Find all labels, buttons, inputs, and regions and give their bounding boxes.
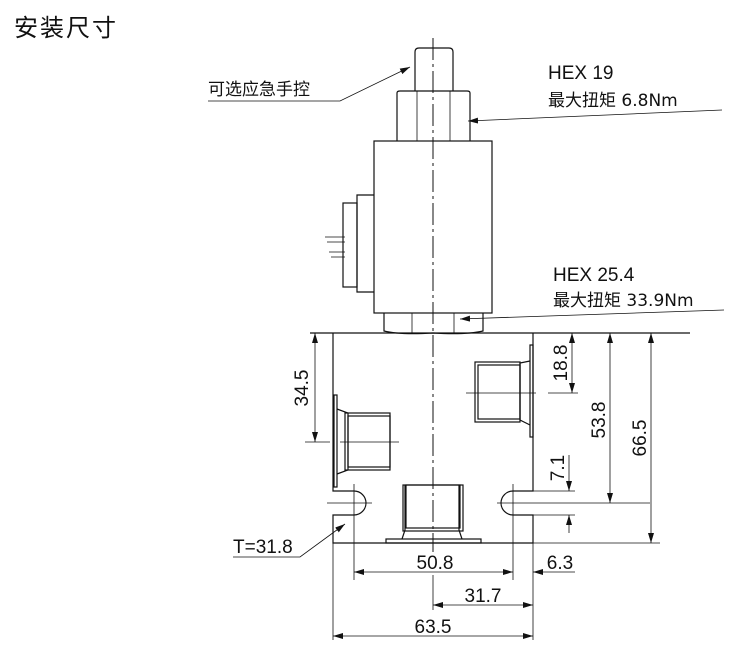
torque2-label: 最大扭矩 33.9Nm	[553, 291, 694, 311]
dim-63-5: 63.5	[415, 617, 452, 638]
dim-6-3: 6.3	[547, 553, 573, 574]
manifold-block	[310, 332, 690, 580]
hex25-label: HEX 25.4	[553, 265, 635, 286]
dim-31-7: 31.7	[465, 586, 502, 607]
torque1-label: 最大扭矩 6.8Nm	[548, 91, 678, 111]
dim-34-5: 34.5	[292, 370, 313, 407]
valve-cartridge	[325, 47, 493, 335]
dim-50-8: 50.8	[417, 553, 454, 574]
section-title: 安装尺寸	[14, 14, 118, 42]
dim-53-8: 53.8	[589, 402, 610, 439]
dim-7-1: 7.1	[548, 455, 569, 481]
hex19-label: HEX 19	[548, 63, 613, 84]
thickness-label: T=31.8	[233, 537, 293, 558]
dim-66-5: 66.5	[630, 420, 651, 457]
dim-18-8: 18.8	[551, 345, 572, 382]
manual-override-label: 可选应急手控	[208, 80, 310, 100]
